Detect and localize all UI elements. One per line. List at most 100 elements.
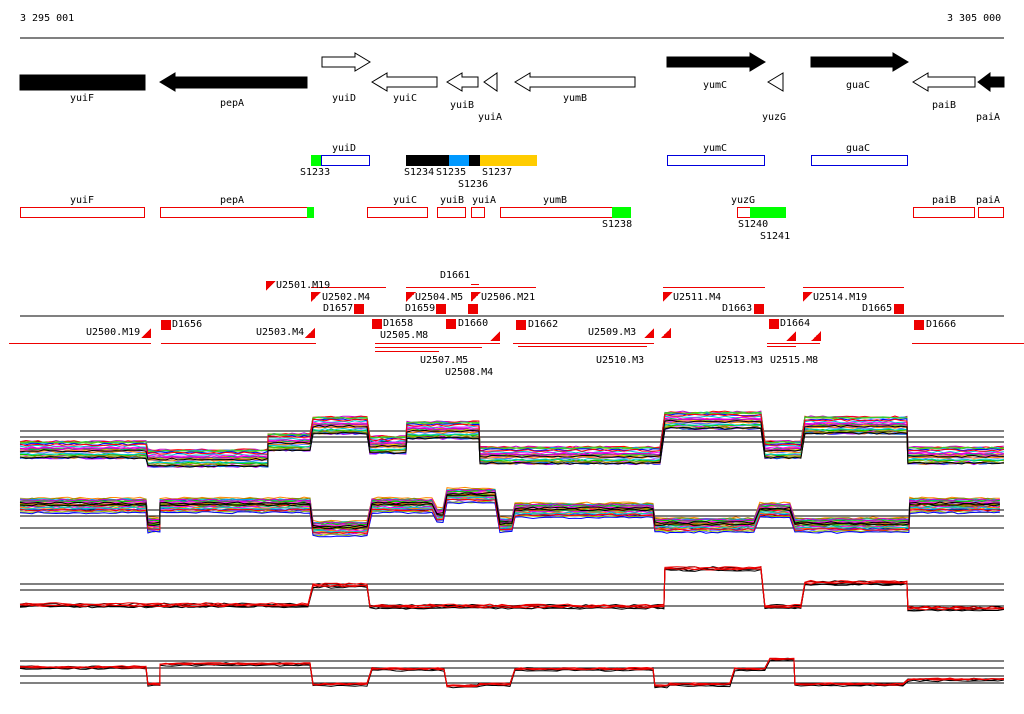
gene-box-guaC[interactable] <box>811 155 908 166</box>
marker-box-D1660[interactable] <box>446 319 456 329</box>
marker-box-D1662[interactable] <box>516 320 526 330</box>
gene-box-yumB[interactable] <box>500 207 613 218</box>
marker-U2504[interactable]: U2504.M5 <box>415 292 464 303</box>
gene-label-yuzG[interactable]: yuzG <box>762 112 787 123</box>
marker-D1657[interactable]: D1657 <box>323 303 354 314</box>
panel-1-series-line <box>20 411 1004 453</box>
marker-D1658[interactable]: D1658 <box>383 318 414 329</box>
gene-box-yuzG[interactable] <box>737 207 751 218</box>
region-line <box>767 343 820 344</box>
panel-3-series-line <box>20 567 1004 610</box>
gene-box-paiA[interactable] <box>978 207 1004 218</box>
marker-flag-U2506[interactable] <box>471 292 481 302</box>
marker-flag-U2514[interactable] <box>803 292 813 302</box>
ruler-start-label: 3 295 001 <box>20 13 75 24</box>
marker-U2515[interactable]: U2515.M8 <box>770 355 819 366</box>
marker-U2501[interactable]: U2501.M19 <box>276 280 331 291</box>
marker-D1661[interactable]: D1661 <box>440 270 471 281</box>
panel-2-series-line <box>19 488 1000 525</box>
region-line <box>767 346 796 347</box>
seg2-label-yuiA: yuiA <box>472 195 497 206</box>
gene-label-yuiF[interactable]: yuiF <box>70 93 95 104</box>
marker-box-D1664[interactable] <box>769 319 779 329</box>
gene-box-yuiD[interactable] <box>321 155 370 166</box>
marker-U2514[interactable]: U2514.M19 <box>813 292 868 303</box>
marker-D1663[interactable]: D1663 <box>722 303 753 314</box>
marker-flag-U2508[interactable] <box>490 331 500 341</box>
marker-box-D1656[interactable] <box>161 320 171 330</box>
marker-box-D1661[interactable] <box>468 304 478 314</box>
marker-flag-U2514b[interactable] <box>811 331 821 341</box>
gene-label-pepA[interactable]: pepA <box>220 98 245 109</box>
segment-S1233[interactable] <box>311 155 322 166</box>
marker-D1665[interactable]: D1665 <box>862 303 893 314</box>
marker-D1666[interactable]: D1666 <box>926 319 957 330</box>
gene-box-yuiA[interactable] <box>471 207 485 218</box>
marker-box-D1658[interactable] <box>372 319 382 329</box>
gene-label-yuiA[interactable]: yuiA <box>478 112 503 123</box>
panel-1-series-line <box>19 425 1004 467</box>
segment-S1238[interactable] <box>612 207 631 218</box>
marker-U2509[interactable]: U2509.M3 <box>588 327 637 338</box>
gene-label-guaC[interactable]: guaC <box>846 80 871 91</box>
gene-arrow-yuiC <box>371 72 438 92</box>
gene-label-paiA[interactable]: paiA <box>976 112 1001 123</box>
marker-box-D1665[interactable] <box>894 304 904 314</box>
marker-U2506[interactable]: U2506.M21 <box>481 292 536 303</box>
gene-arrow-yuiD <box>321 52 371 72</box>
marker-flag-U2511b[interactable] <box>661 328 671 338</box>
marker-U2510[interactable]: U2510.M3 <box>596 355 645 366</box>
segment-S1234[interactable] <box>406 155 449 166</box>
marker-flag-U2510[interactable] <box>644 328 654 338</box>
marker-D1662[interactable]: D1662 <box>528 319 559 330</box>
marker-box-D1659[interactable] <box>436 304 446 314</box>
marker-U2505[interactable]: U2505.M8 <box>380 330 429 341</box>
marker-flag-U2500[interactable] <box>141 328 151 338</box>
marker-flag-U2504[interactable] <box>406 292 416 302</box>
gene-box-yuiF[interactable] <box>20 207 145 218</box>
panel-1-series-line <box>19 426 1004 468</box>
marker-U2513[interactable]: U2513.M3 <box>715 355 764 366</box>
gene-box-yuiC[interactable] <box>367 207 428 218</box>
marker-U2508[interactable]: U2508.M4 <box>445 367 494 378</box>
marker-flag-U2503[interactable] <box>305 328 315 338</box>
segment-label-S1233: S1233 <box>300 167 331 178</box>
marker-U2500[interactable]: U2500.M19 <box>86 327 141 338</box>
marker-flag-U2501[interactable] <box>266 281 276 291</box>
seg2-label-yuiB: yuiB <box>440 195 465 206</box>
gene-box-yumC[interactable] <box>667 155 765 166</box>
marker-U2511[interactable]: U2511.M4 <box>673 292 722 303</box>
region-line <box>513 343 654 344</box>
gene-label-yuiD[interactable]: yuiD <box>332 93 357 104</box>
marker-U2502[interactable]: U2502.M4 <box>322 292 371 303</box>
region-line <box>311 287 386 288</box>
segment-S1237[interactable] <box>480 155 537 166</box>
segment-label-S1237: S1237 <box>482 167 513 178</box>
marker-D1656[interactable]: D1656 <box>172 319 203 330</box>
marker-flag-U2511[interactable] <box>663 292 673 302</box>
marker-D1660[interactable]: D1660 <box>458 318 489 329</box>
marker-U2507[interactable]: U2507.M5 <box>420 355 469 366</box>
segment-pepA-green[interactable] <box>307 207 314 218</box>
marker-box-D1663[interactable] <box>754 304 764 314</box>
marker-U2503[interactable]: U2503.M4 <box>256 327 305 338</box>
segment-S1236[interactable] <box>469 155 480 166</box>
gene-label-yumB[interactable]: yumB <box>563 93 588 104</box>
segment-S1240-S1241[interactable] <box>750 207 786 218</box>
marker-flag-U2515[interactable] <box>786 331 796 341</box>
region-line <box>9 343 151 344</box>
gene-label-yuiB[interactable]: yuiB <box>450 100 475 111</box>
gene-label-paiB[interactable]: paiB <box>932 100 957 111</box>
marker-D1659[interactable]: D1659 <box>405 303 436 314</box>
segment-S1235[interactable] <box>449 155 469 166</box>
gene-label-yuiC[interactable]: yuiC <box>393 93 418 104</box>
marker-box-D1657[interactable] <box>354 304 364 314</box>
gene-label-yumC[interactable]: yumC <box>703 80 728 91</box>
marker-flag-U2502[interactable] <box>311 292 321 302</box>
gene-box-pepA[interactable] <box>160 207 308 218</box>
marker-D1664[interactable]: D1664 <box>780 318 811 329</box>
gene-box-paiB[interactable] <box>913 207 975 218</box>
gene-box-yuiB[interactable] <box>437 207 466 218</box>
marker-box-D1666[interactable] <box>914 320 924 330</box>
